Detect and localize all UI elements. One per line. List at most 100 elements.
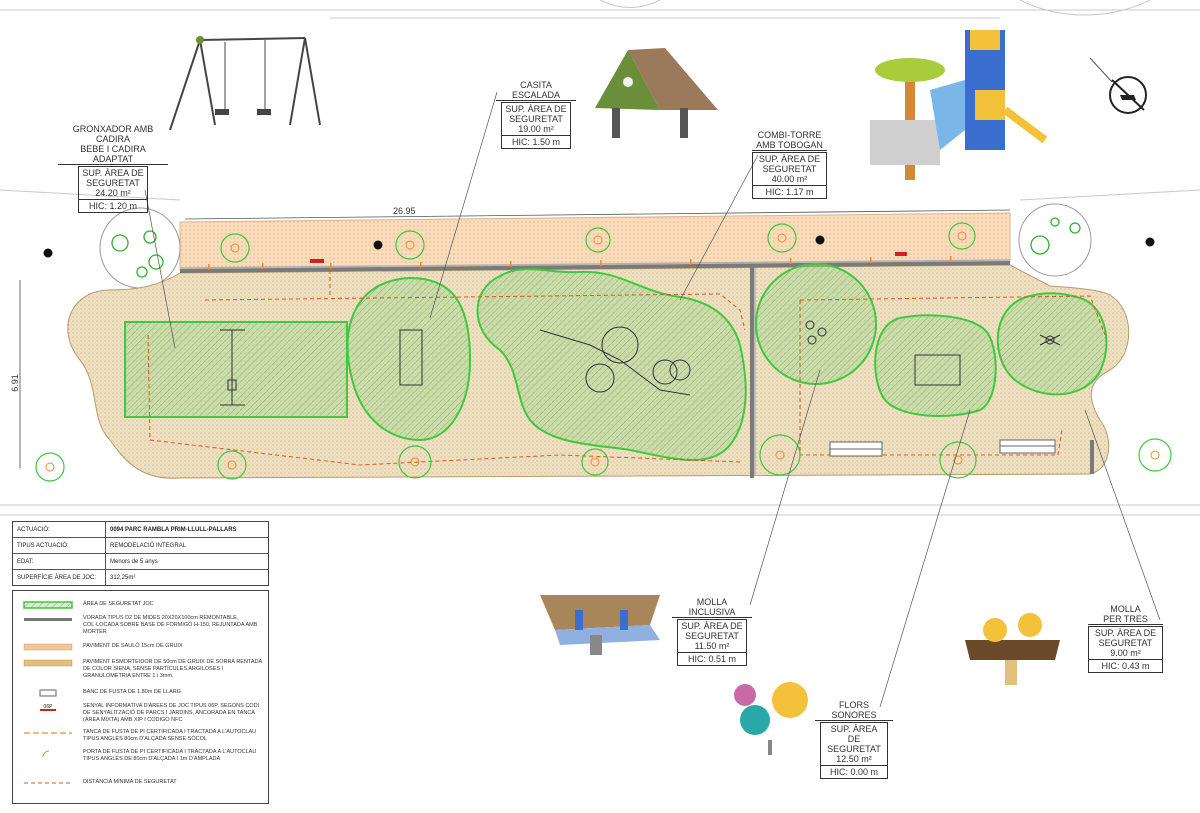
legend-kerb-swatch: [24, 618, 72, 621]
label-swing-title-2: BEBE I CADIRA ADAPTAT: [80, 144, 146, 164]
inclusive-spring-illustration: [540, 595, 660, 655]
label-flowers-sup-1: SUP. ÀREA DE: [830, 724, 878, 744]
info-sign-marker: [310, 259, 324, 263]
label-swing-hic: HIC: 1.20 m: [79, 199, 147, 212]
legend-sign-code: 06P: [44, 704, 54, 710]
label-swing-frame: SUP. ÀREA DE SEGURETAT 24.20 m² HIC: 1.2…: [78, 166, 148, 213]
safety-areas: [124, 263, 1108, 462]
label-triple-spring: MOLLA PER TRES SUP. ÀREA DE SEGURETAT 9.…: [1088, 604, 1163, 673]
dimension-length: 26.95: [393, 206, 416, 216]
legend-bench-swatch: [39, 689, 57, 697]
label-inclusive-spring-sup-1: SUP. ÀREA DE: [681, 621, 743, 631]
safety-area-swing: [124, 321, 348, 418]
info-row: EDAT: Menors de 5 anys: [13, 554, 268, 570]
label-flowers-hic: HIC: 0.00 m: [821, 765, 887, 778]
legend-saulo-swatch: [23, 643, 73, 651]
label-triple-spring-title-2: PER TRES: [1103, 614, 1148, 624]
label-climbing-house-sup-3: 19.00 m²: [518, 124, 554, 134]
legend-sand-swatch: [23, 659, 73, 667]
label-swing-title: GRONXADOR AMB CADIRA BEBE I CADIRA ADAPT…: [58, 124, 168, 165]
street-outlines: [0, 0, 1200, 516]
label-climbing-house: CASITA ESCALADA SUP. ÀREA DE SEGURETAT 1…: [496, 80, 576, 149]
label-inclusive-spring-hic: HIC: 0.51 m: [678, 652, 746, 665]
triple-spring-illustration: [965, 613, 1060, 685]
flowers-illustration: [734, 682, 808, 755]
label-swing-sup-2: SEGURETAT: [86, 178, 140, 188]
legend-item-kerb: VORADA TIPUS D2 DE MIDES 20X20X100cm REM…: [13, 615, 268, 636]
label-triple-spring-sup-3: 9.00 m²: [1110, 648, 1141, 658]
label-swing: GRONXADOR AMB CADIRA BEBE I CADIRA ADAPT…: [58, 124, 168, 213]
kerbs: [179, 261, 1094, 478]
legend-text: PORTA DE FUSTA DE PI CERTIFICADA I TRACT…: [83, 749, 257, 762]
legend-item-sand: PAVIMENT ESMORTEIDOR DE 50cm DE GRUIX DE…: [13, 659, 268, 680]
legend-gate-swatch: [42, 750, 50, 757]
safety-area-flowers: [874, 314, 997, 417]
safety-area-climbing-house: [346, 276, 472, 442]
legend-text: SENYAL INFORMATIVA D'ÀREES DE JOC TIPUS …: [83, 703, 260, 723]
info-value-edat: Menors de 5 anys: [110, 558, 158, 565]
info-value-tipus: REMODELACIÓ INTEGRAL: [110, 542, 187, 549]
label-flowers-title-1: FLORS SONORES: [831, 700, 877, 720]
label-combi-tower-sup: SUP. ÀREA DE SEGURETAT 40.00 m²: [753, 153, 826, 185]
label-combi-tower-title-2: AMB TOBOGAN: [756, 140, 823, 150]
label-swing-title-1: GRONXADOR AMB CADIRA: [72, 124, 154, 144]
legend-text: DISTÀNCIA MÍNIMA DE SEGURETAT: [83, 779, 177, 785]
info-row: ACTUACIÓ: 0094 PARC RAMBLA PRIM-LLULL-PA…: [13, 522, 268, 538]
info-key-tipus: TIPUS ACTUACIÓ:: [13, 538, 106, 553]
info-key-superficie: SUPERFÍCIE ÀREA DE JOC:: [13, 570, 106, 585]
label-combi-tower-sup-1: SUP. ÀREA DE: [758, 154, 821, 164]
legend: ÀREA DE SEGURETAT JOC VORADA TIPUS D2 DE…: [12, 590, 269, 804]
label-climbing-house-title-1: CASITA ESCALADA: [511, 80, 561, 100]
label-climbing-house-sup-1: SUP. ÀREA DE: [505, 104, 567, 114]
equipment-topviews: [220, 320, 1061, 406]
combi-tower-illustration: [870, 30, 1048, 180]
label-climbing-house-hic: HIC: 1.50 m: [502, 135, 570, 148]
tree-planter-left: [99, 207, 181, 289]
label-inclusive-spring-title-1: MOLLA INCLUSIVA: [688, 597, 736, 617]
climbing-house-illustration: [595, 48, 718, 138]
label-flowers: FLORS SONORES SUP. ÀREA DE SEGURETAT 12.…: [815, 700, 893, 779]
legend-item-fence: TANCA DE FUSTA DE PI CERTIFICADA I TRACT…: [13, 729, 268, 743]
kerb-inner: [179, 259, 1011, 476]
benches: [829, 439, 1056, 457]
tree-trunks: [45, 231, 1160, 472]
label-swing-sup: SUP. ÀREA DE SEGURETAT 24.20 m²: [79, 167, 147, 199]
info-key-actuacio: ACTUACIÓ:: [13, 522, 106, 537]
label-inclusive-spring-sup-3: 11.50 m²: [694, 641, 730, 651]
label-combi-tower-title-1: COMBI-TORRE: [757, 130, 822, 140]
swing-illustration: [169, 36, 321, 131]
label-climbing-house-frame: SUP. ÀREA DE SEGURETAT 19.00 m² HIC: 1.5…: [501, 102, 571, 149]
legend-text: TANCA DE FUSTA DE PI CERTIFICADA I TRACT…: [83, 729, 257, 742]
info-value-actuacio: 0094 PARC RAMBLA PRIM-LLULL-PALLARS: [110, 526, 237, 533]
label-swing-sup-3: 24.20 m²: [95, 188, 131, 198]
trees: [35, 222, 1172, 482]
label-triple-spring-sup: SUP. ÀREA DE SEGURETAT 9.00 m²: [1089, 627, 1162, 659]
label-flowers-title: FLORS SONORES: [815, 700, 893, 721]
label-inclusive-spring-sup-2: SEGURETAT: [685, 631, 739, 641]
label-flowers-sup-3: 12.50 m²: [836, 754, 872, 764]
label-flowers-sup: SUP. ÀREA DE SEGURETAT 12.50 m²: [821, 723, 887, 765]
label-combi-tower-hic: HIC: 1.17 m: [753, 185, 826, 198]
legend-item-gate: PORTA DE FUSTA DE PI CERTIFICADA I TRACT…: [13, 749, 268, 763]
label-triple-spring-title-1: MOLLA: [1110, 604, 1141, 614]
legend-text: PAVIMENT DE SAULÓ 15cm DE GRUIX: [83, 643, 183, 649]
legend-safety-area-swatch: [23, 601, 73, 609]
label-triple-spring-hic: HIC: 0.43 m: [1089, 659, 1162, 672]
label-inclusive-spring-frame: SUP. ÀREA DE SEGURETAT 11.50 m² HIC: 0.5…: [677, 619, 747, 666]
label-swing-sup-1: SUP. ÀREA DE: [82, 168, 144, 178]
safety-area-combi-tower: [476, 268, 747, 462]
label-triple-spring-sup-1: SUP. ÀREA DE: [1094, 628, 1157, 638]
label-combi-tower-frame: SUP. ÀREA DE SEGURETAT 40.00 m² HIC: 1.1…: [752, 152, 827, 199]
no-dogs-icon: [1089, 57, 1147, 114]
project-info-table: ACTUACIÓ: 0094 PARC RAMBLA PRIM-LLULL-PA…: [12, 521, 269, 586]
safety-area-inclusive-spring: [755, 263, 877, 385]
label-inclusive-spring-sup: SUP. ÀREA DE SEGURETAT 11.50 m²: [678, 620, 746, 652]
dimension-lines: [19, 209, 1011, 468]
legend-item-bench: BANC DE FUSTA DE 1.80m DE LLARG: [13, 689, 268, 697]
leader-lines: [144, 91, 1161, 708]
min-distance-lines: [147, 270, 1106, 466]
legend-fence-swatch: [24, 732, 72, 734]
label-climbing-house-sup-2: SEGURETAT: [509, 114, 563, 124]
label-triple-spring-title: MOLLA PER TRES: [1088, 604, 1163, 625]
